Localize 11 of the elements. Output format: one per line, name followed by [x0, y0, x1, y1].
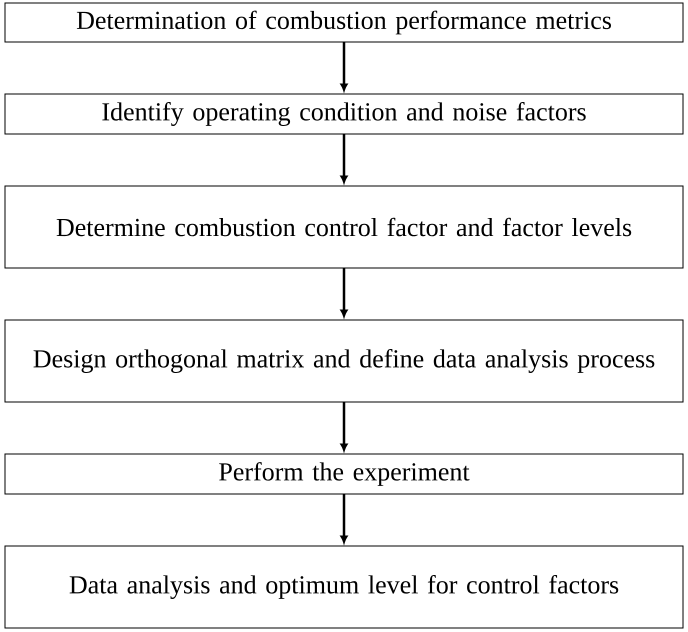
- arrow: [340, 494, 348, 544]
- process-box: Determine combustion control factor and factor levels: [4, 186, 684, 268]
- process-box: Perform the experiment: [4, 454, 684, 494]
- arrow: [340, 268, 348, 318]
- process-box: Data analysis and optimum level for control factors: [4, 546, 684, 628]
- arrow: [340, 402, 348, 452]
- process-box: Identify operating condition and noise factors: [4, 94, 684, 134]
- arrow: [340, 134, 348, 184]
- arrow: [340, 42, 348, 92]
- process-box: Design orthogonal matrix and define data analysis process: [4, 320, 684, 402]
- process-box: Determination of combustion performance metrics: [4, 2, 684, 42]
